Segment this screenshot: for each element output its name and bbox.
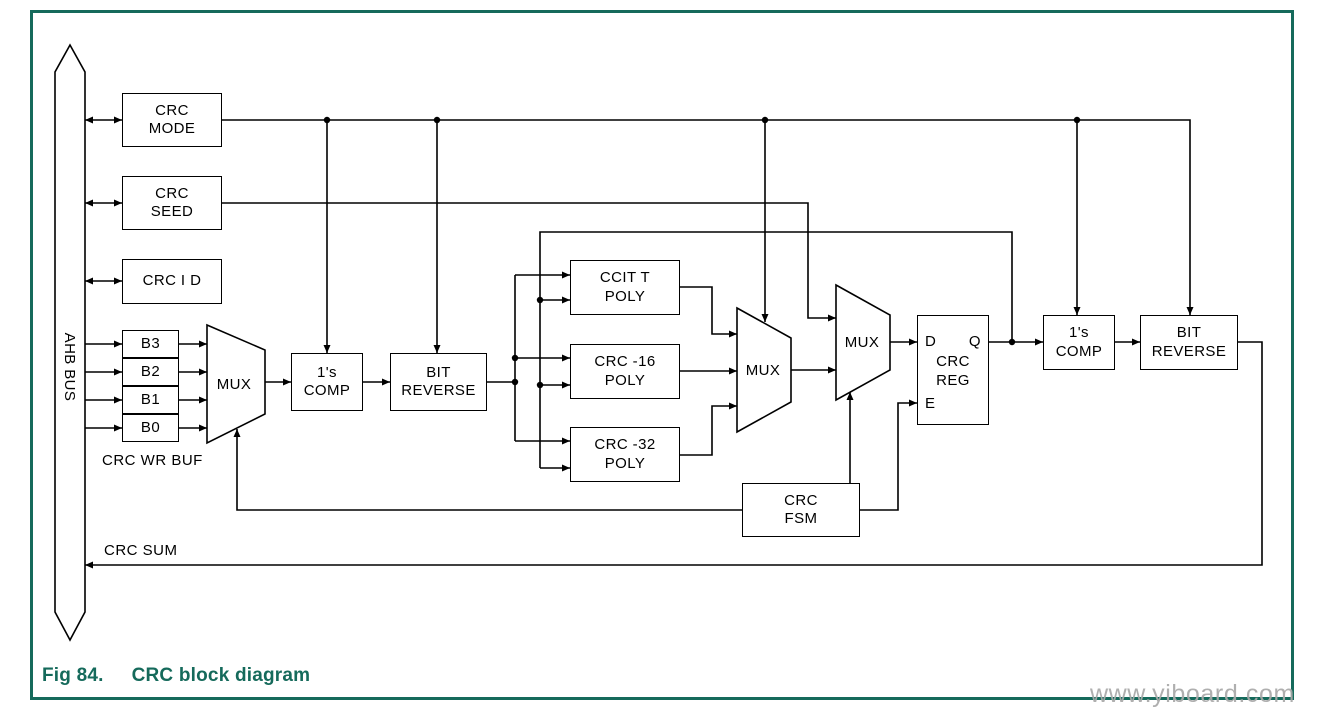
mux3-shape	[835, 283, 891, 402]
ones-comp-in-block: 1's COMP	[291, 353, 363, 411]
byte-b0-block: B0	[122, 414, 179, 442]
crc16-poly-block: CRC -16 POLY	[570, 344, 680, 399]
mux2-label: MUX	[746, 362, 781, 379]
mux1: MUX	[206, 323, 266, 445]
crc-reg-port-q: Q	[968, 333, 981, 350]
crc32-poly-block: CRC -32 POLY	[570, 427, 680, 482]
crc-reg-block: D Q CRC REG E	[917, 315, 989, 425]
crc-reg-port-d: D	[925, 333, 937, 350]
ccitt-poly-block: CCIT T POLY	[570, 260, 680, 315]
byte-b2-block: B2	[122, 358, 179, 386]
figure-caption: Fig 84. CRC block diagram	[42, 665, 310, 687]
ahb-bus-label: AHB BUS	[61, 333, 78, 402]
ones-comp-out-block: 1's COMP	[1043, 315, 1115, 370]
bit-reverse-out-block: BIT REVERSE	[1140, 315, 1238, 370]
ahb-bus-shape	[54, 43, 86, 642]
mux3-label: MUX	[845, 334, 880, 351]
crc-mode-block: CRC MODE	[122, 93, 222, 147]
byte-b3-block: B3	[122, 330, 179, 358]
wr-buf-label: CRC WR BUF	[102, 452, 203, 469]
crc-seed-block: CRC SEED	[122, 176, 222, 230]
ahb-bus: AHB BUS	[54, 43, 86, 642]
watermark: www.yiboard.com	[1090, 680, 1295, 708]
byte-b1-block: B1	[122, 386, 179, 414]
crc-id-block: CRC I D	[122, 259, 222, 304]
mux1-shape	[206, 323, 266, 445]
mux1-label: MUX	[217, 376, 252, 393]
mux2-shape	[736, 306, 792, 434]
crc-reg-port-e: E	[925, 395, 936, 412]
figure-number: Fig 84.	[42, 665, 104, 686]
crc-sum-label: CRC SUM	[104, 542, 178, 559]
figure-title: CRC block diagram	[131, 665, 311, 686]
crc-fsm-block: CRC FSM	[742, 483, 860, 537]
bit-reverse-in-block: BIT REVERSE	[390, 353, 487, 411]
mux3: MUX	[835, 283, 891, 402]
connector-lines	[85, 116, 1263, 569]
figure-border	[30, 10, 1294, 700]
mux2: MUX	[736, 306, 792, 434]
crc-reg-label: CRC REG	[936, 353, 970, 389]
junction-dots	[323, 116, 1081, 389]
